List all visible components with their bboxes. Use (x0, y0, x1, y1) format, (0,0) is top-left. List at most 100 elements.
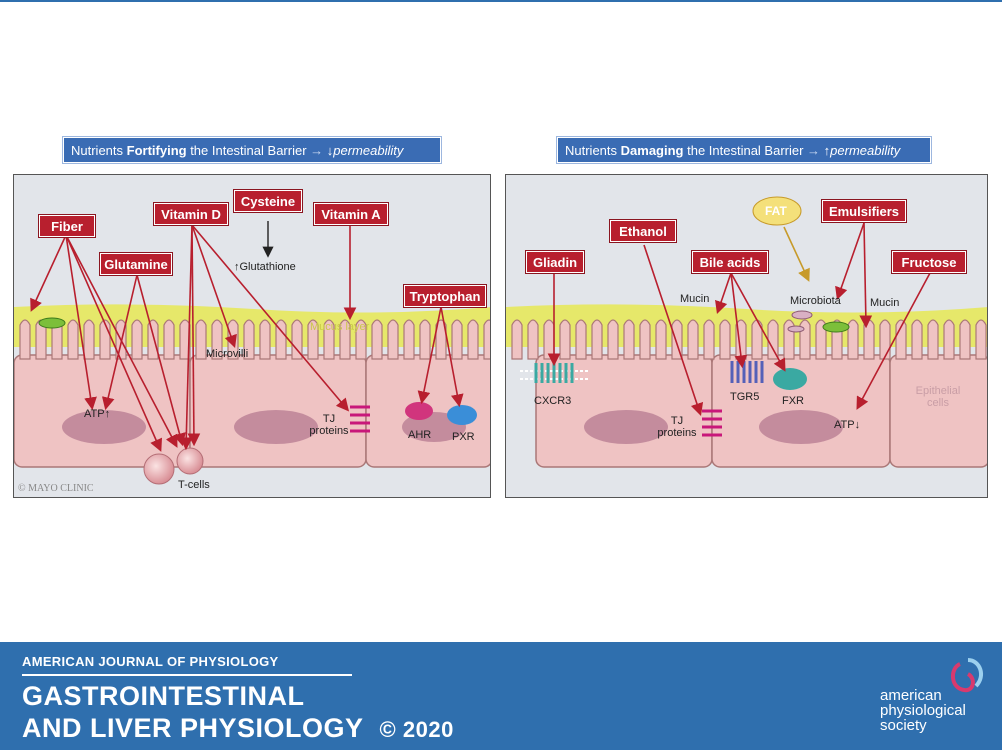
microvillus (211, 319, 223, 360)
microvillus (131, 319, 143, 360)
label-tryptophan: Tryptophan (403, 284, 487, 308)
down-arrow-icon: ↓ (326, 143, 334, 158)
cxcr3-text: CXCR3 (534, 395, 572, 407)
label-vitamin-a: Vitamin A (313, 202, 389, 226)
microvillus (307, 319, 319, 360)
epithelial-cells (535, 354, 987, 468)
microvillus (767, 319, 779, 360)
copyright-text: © MAYO CLINIC (18, 483, 94, 494)
microvillus (959, 319, 971, 360)
microvillus (483, 319, 490, 360)
label-fructose: Fructose (891, 250, 967, 274)
copyright-year: © 2020 (379, 717, 454, 742)
pxr-text: PXR (452, 431, 475, 443)
microvillus (451, 319, 463, 360)
fat-oval (752, 196, 802, 226)
microvilli-text: Microvilli (206, 348, 249, 360)
t-cell-icon (176, 447, 204, 475)
microvillus (243, 319, 255, 360)
microvillus (911, 319, 923, 360)
epithelial-cells (14, 354, 490, 468)
microvillus (719, 319, 731, 360)
microvillus (655, 319, 667, 360)
microvillus (511, 319, 523, 360)
fat-text: FAT (765, 204, 787, 218)
left-diagram-svg (14, 221, 490, 485)
arrows (30, 224, 464, 452)
epithelial-cells-text: Epithelial cells (915, 385, 961, 409)
aps-logo-icon (951, 658, 984, 693)
microvillus (67, 319, 79, 360)
microvillus (687, 319, 699, 360)
pxr-receptor-icon (447, 405, 477, 425)
tgr5-text: TGR5 (730, 391, 760, 403)
microvillus (403, 319, 415, 360)
microvillus (863, 319, 875, 360)
microvillus (575, 319, 587, 360)
right-arrow-icon: → (807, 143, 821, 158)
microvillus (527, 319, 539, 360)
header-text-pre: Nutrients (565, 143, 621, 158)
left-panel-header: Nutrients Fortifying the Intestinal Barr… (62, 136, 442, 164)
atp-label: ATP (84, 408, 105, 420)
ahr-receptor-icon (405, 402, 433, 420)
right-diagram-panel: Gliadin Ethanol Bile acids Emulsifiers F… (505, 174, 988, 498)
footer-divider (22, 674, 352, 676)
bacteria-icon (787, 325, 805, 333)
journal-title-text: AND LIVER PHYSIOLOGY (22, 713, 364, 743)
label-vitamin-d: Vitamin D (153, 202, 229, 226)
microvillus (847, 319, 859, 360)
microvillus (623, 319, 635, 360)
ahr-text: AHR (408, 429, 432, 441)
t-cells-text: T-cells (178, 479, 210, 491)
bacteria-icon (822, 321, 850, 333)
header-text-pre: Nutrients (71, 143, 127, 158)
tight-junction-icon (702, 409, 722, 437)
microvillus (559, 319, 571, 360)
bacteria-icon (791, 310, 813, 320)
microvillus (163, 319, 175, 360)
microvillus (467, 319, 479, 360)
journal-title-line2: AND LIVER PHYSIOLOGY © 2020 (22, 712, 454, 746)
header-text-bold: Fortifying (126, 143, 187, 158)
bacteria-icon (38, 317, 66, 329)
journal-small-title: AMERICAN JOURNAL OF PHYSIOLOGY (22, 654, 279, 669)
tj-proteins-text: TJ proteins (657, 415, 697, 439)
arrows (547, 222, 931, 417)
microvillus (195, 319, 207, 360)
journal-footer: AMERICAN JOURNAL OF PHYSIOLOGY GASTROINT… (0, 642, 1002, 750)
microvillus (975, 319, 987, 360)
tight-junction-icon (350, 405, 370, 433)
label-gliadin: Gliadin (525, 250, 585, 274)
label-bile-acids: Bile acids (691, 250, 769, 274)
right-diagram-svg (506, 196, 987, 468)
header-text-post: the Intestinal Barrier (186, 143, 311, 158)
right-panel-header: Nutrients Damaging the Intestinal Barrie… (556, 136, 932, 164)
up-arrow-icon: ↑ (823, 143, 831, 158)
right-arrow-icon: → (310, 143, 324, 158)
label-cysteine: Cysteine (233, 189, 303, 213)
cxcr3-receptor-icon (520, 363, 590, 383)
up-arrow-icon: ↑ (104, 408, 111, 420)
microvillus (99, 319, 111, 360)
microvillus (799, 319, 811, 360)
tgr5-receptor-icon (730, 361, 764, 383)
microvillus (943, 319, 955, 360)
journal-title-line1: GASTROINTESTINAL (22, 681, 305, 711)
label-emulsifiers: Emulsifiers (821, 199, 907, 223)
microvillus (879, 319, 891, 360)
microvillus (543, 319, 555, 360)
microvillus (259, 319, 271, 360)
atp-text: ATP↓ (834, 419, 860, 431)
microvillus (607, 319, 619, 360)
atp-text: ATP↑ (84, 408, 110, 420)
tj-proteins-text: TJ proteins (309, 413, 349, 437)
fat-arrow (783, 226, 810, 282)
microvillus (639, 319, 651, 360)
label-glutamine: Glutamine (99, 252, 173, 276)
header-text-bold: Damaging (620, 143, 684, 158)
t-cell-icon (143, 453, 175, 485)
microvillus (83, 319, 95, 360)
microvillus (419, 319, 431, 360)
up-arrow-icon: ↑ (234, 261, 240, 273)
